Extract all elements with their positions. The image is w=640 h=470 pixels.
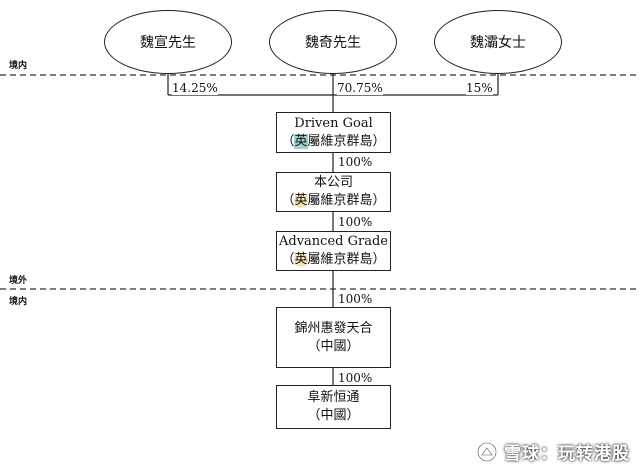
entity-name: Driven Goal — [294, 115, 373, 131]
entity-name: 阜新恒通 — [307, 390, 360, 405]
pct-entity-1: 100% — [338, 155, 373, 169]
entity-box-fuxin: 阜新恒通 （中國） — [276, 385, 391, 429]
entity-jurisdiction: （英屬維京群島） — [281, 252, 386, 267]
entity-jurisdiction: （英屬維京群島） — [281, 133, 386, 149]
shareholder-oval-2: 魏奇先生 — [269, 10, 397, 74]
pct-shareholder-2: 70.75% — [337, 81, 383, 95]
watermark-text: 雪球：玩转港股 — [504, 444, 630, 464]
pct-entity-2: 100% — [338, 215, 373, 229]
entity-name: Advanced Grade — [279, 234, 388, 249]
entity-jurisdiction: （中國） — [307, 408, 360, 423]
shareholder-oval-3: 魏灞女士 — [434, 10, 562, 74]
shareholder-name: 魏灞女士 — [470, 35, 526, 51]
zone-label-outside: 境外 — [9, 276, 28, 286]
pct-shareholder-1: 14.25% — [172, 81, 218, 95]
shareholder-name: 魏奇先生 — [305, 35, 361, 51]
pct-entity-3: 100% — [338, 292, 373, 306]
watermark: 雪球：玩转港股 — [476, 439, 630, 464]
snowball-logo-icon — [476, 441, 498, 462]
shareholder-name: 魏宣先生 — [140, 35, 196, 51]
shareholder-oval-1: 魏宣先生 — [104, 10, 232, 74]
highlight-mark: 英 — [294, 252, 308, 267]
highlight-mark: 英 — [294, 133, 308, 149]
entity-box-jinzhou: 錦州惠發天合 （中國） — [276, 307, 391, 368]
entity-jurisdiction: （中國） — [307, 338, 360, 354]
highlight-mark: 英 — [294, 193, 308, 208]
zone-label-inside-top: 境内 — [9, 61, 28, 71]
entity-box-company: 本公司 （英屬維京群島） — [276, 172, 391, 212]
entity-name: 錦州惠發天合 — [294, 320, 373, 336]
entity-name: 本公司 — [313, 175, 353, 190]
pct-entity-4: 100% — [338, 371, 373, 385]
entity-jurisdiction: （英屬維京群島） — [281, 193, 386, 208]
zone-label-inside-bottom: 境内 — [9, 297, 28, 307]
entity-box-advanced-grade: Advanced Grade （英屬維京群島） — [276, 231, 391, 271]
entity-box-driven-goal: Driven Goal （英屬維京群島） — [276, 112, 391, 153]
pct-shareholder-3: 15% — [466, 81, 493, 95]
